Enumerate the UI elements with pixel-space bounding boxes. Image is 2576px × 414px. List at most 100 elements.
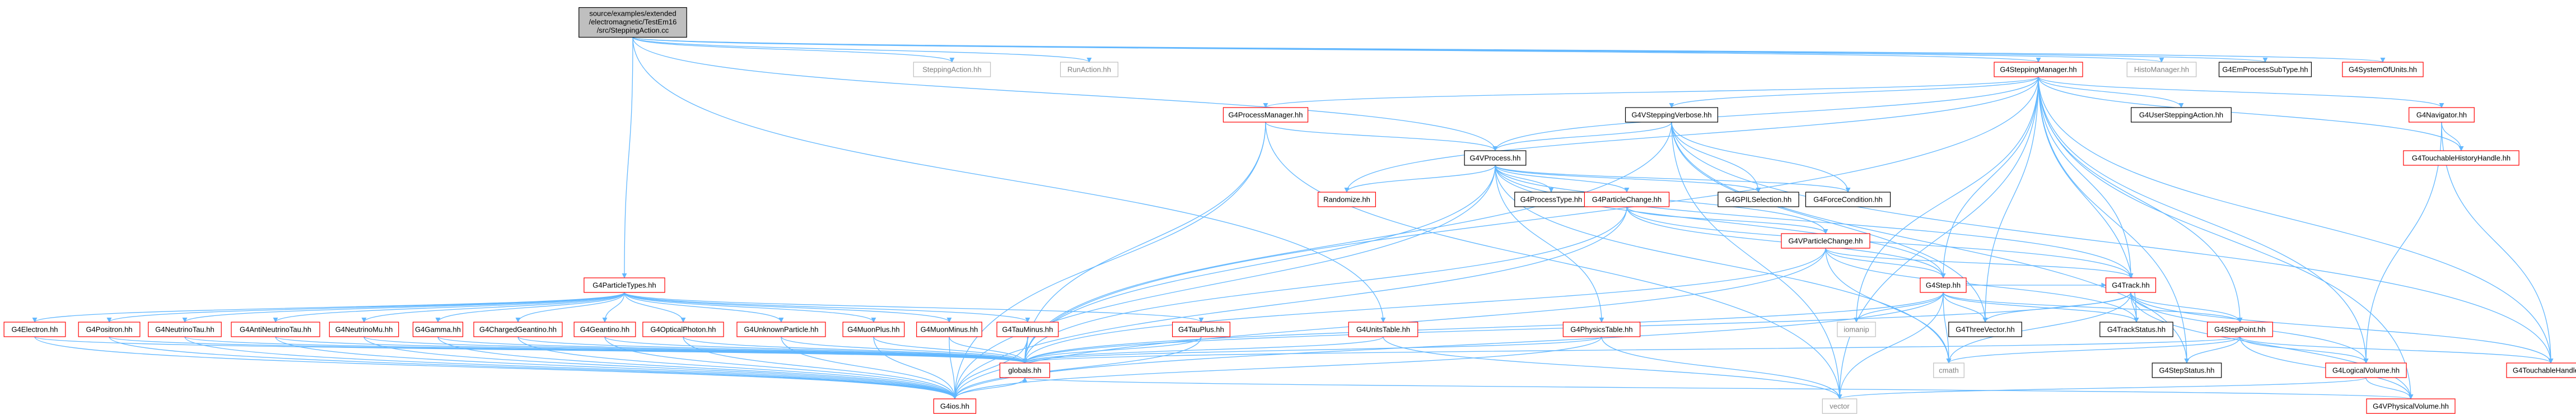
node-box <box>2099 322 2173 337</box>
node-g4particlechange-hh[interactable]: G4ParticleChange.hh <box>1584 192 1670 207</box>
node-box <box>916 322 982 337</box>
node-label: G4Geantino.hh <box>580 325 629 334</box>
node-g4gamma-hh[interactable]: G4Gamma.hh <box>412 322 464 337</box>
edge-g4particletypes-hh-to-g4antineutrinotau-hh <box>273 292 625 323</box>
node-g4stepstatus-hh[interactable]: G4StepStatus.hh <box>2152 362 2222 378</box>
edge-g4vparticlechange-hh-to-cmath <box>1825 248 1952 364</box>
node-box <box>2218 62 2312 77</box>
node-g4geantino-hh[interactable]: G4Geantino.hh <box>573 322 636 337</box>
edge-g4vsteppingverbose-hh-to-g4touchablehandle-hh <box>1671 122 2554 364</box>
node-g4step-hh[interactable]: G4Step.hh <box>1920 277 1967 293</box>
node-g4neutrinotau-hh[interactable]: G4NeutrinoTau.hh <box>148 322 222 337</box>
node-randomize-hh[interactable]: Randomize.hh <box>1318 192 1376 207</box>
edge-g4vsteppingverbose-hh-to-globals-hh <box>1022 122 1672 364</box>
node-box <box>1222 107 1309 123</box>
node-g4usersteppingaction-hh[interactable]: G4UserSteppingAction.hh <box>2131 107 2232 123</box>
node-runaction-hh[interactable]: RunAction.hh <box>1060 62 1118 77</box>
node-iomanip[interactable]: iomanip <box>1837 322 1876 337</box>
node-box <box>1348 322 1418 337</box>
edge-g4vprocess-hh-to-g4processtype-hh <box>1495 165 1554 193</box>
node-g4vsteppingverbose-hh[interactable]: G4VSteppingVerbose.hh <box>1625 107 1719 123</box>
edge-g4track-hh-to-g4touchablehandle-hh <box>2130 292 2554 364</box>
node-label: G4ios.hh <box>940 402 969 411</box>
node-g4systemofunits-hh[interactable]: G4SystemOfUnits.hh <box>2342 62 2424 77</box>
node-box <box>148 322 222 337</box>
node-g4logicalvolume-hh[interactable]: G4LogicalVolume.hh <box>2325 362 2407 378</box>
node-g4unitstable-hh[interactable]: G4UnitsTable.hh <box>1348 322 1418 337</box>
node-box <box>1562 322 1641 337</box>
node-globals-hh[interactable]: globals.hh <box>999 362 1051 378</box>
edge-g4vsteppingverbose-hh-to-g4threevector-hh <box>1671 122 1988 323</box>
edge-g4navigator-hh-to-g4touchablehandle-hh <box>2441 122 2554 364</box>
node-histomanager-hh[interactable]: HistoManager.hh <box>2126 62 2197 77</box>
node-g4particletypes-hh[interactable]: G4ParticleTypes.hh <box>584 277 665 293</box>
node-g4threevector-hh[interactable]: G4ThreeVector.hh <box>1948 322 2022 337</box>
node-g4trackstatus-hh[interactable]: G4TrackStatus.hh <box>2099 322 2173 337</box>
node-label: G4PhysicsTable.hh <box>1570 325 1632 334</box>
node-g4processtype-hh[interactable]: G4ProcessType.hh <box>1514 192 1588 207</box>
node-g4muonminus-hh[interactable]: G4MuonMinus.hh <box>916 322 982 337</box>
node-g4neutrinomu-hh[interactable]: G4NeutrinoMu.hh <box>329 322 399 337</box>
node-box <box>2105 277 2157 293</box>
edge-g4particletypes-hh-to-g4muonminus-hh <box>624 292 952 323</box>
edge-g4physicstable-hh-to-vector <box>1601 336 1842 399</box>
node-box <box>412 322 464 337</box>
node-label: G4MuonMinus.hh <box>921 325 978 334</box>
node-vector[interactable]: vector <box>1822 398 1858 414</box>
node-g4steppingmanager-hh[interactable]: G4SteppingManager.hh <box>1994 62 2083 77</box>
edge-g4processmanager-hh-to-g4vprocess-hh <box>1265 122 1498 151</box>
node-g4touchablehistoryhandle-hh[interactable]: G4TouchableHistoryHandle.hh <box>2403 150 2519 166</box>
node-box <box>1584 192 1670 207</box>
edge-g4neutrinotau-hh-to-g4ios-hh <box>184 336 958 399</box>
node-box <box>642 322 724 337</box>
node-box <box>78 322 141 337</box>
node-box <box>913 62 991 77</box>
node-g4tauminus-hh[interactable]: G4TauMinus.hh <box>996 322 1059 337</box>
node-g4muonplus-hh[interactable]: G4MuonPlus.hh <box>842 322 905 337</box>
edge-g4positron-hh-to-g4ios-hh <box>109 336 958 399</box>
node-g4electron-hh[interactable]: G4Electron.hh <box>3 322 66 337</box>
node-label: SteppingAction.hh <box>922 66 982 74</box>
edge-g4particletypes-hh-to-g4gamma-hh <box>435 292 625 323</box>
node-box <box>842 322 905 337</box>
node-g4chargedgeantino-hh[interactable]: G4ChargedGeantino.hh <box>473 322 563 337</box>
node-g4forcecondition-hh[interactable]: G4ForceCondition.hh <box>1805 192 1891 207</box>
node-g4gpilselection-hh[interactable]: G4GPILSelection.hh <box>1718 192 1799 207</box>
edge-g4particletypes-hh-to-g4opticalphoton-hh <box>624 292 686 323</box>
node-g4vphysicalvolume-hh[interactable]: G4VPhysicalVolume.hh <box>2366 398 2456 414</box>
node-label: RunAction.hh <box>1067 66 1111 74</box>
node-label: G4UnknownParticle.hh <box>744 325 819 334</box>
node-label: G4StepPoint.hh <box>2214 325 2266 334</box>
node-cmath[interactable]: cmath <box>1933 362 1964 378</box>
node-g4antineutrinotau-hh[interactable]: G4AntiNeutrinoTau.hh <box>231 322 320 337</box>
edge-g4particletypes-hh-to-g4chargedgeantino-hh <box>515 292 625 323</box>
node-g4positron-hh[interactable]: G4Positron.hh <box>78 322 141 337</box>
node-box <box>1172 322 1231 337</box>
node-g4touchablehandle-hh[interactable]: G4TouchableHandle.hh <box>2506 362 2576 378</box>
node-g4steppoint-hh[interactable]: G4StepPoint.hh <box>2207 322 2273 337</box>
edge-g4vsteppingverbose-hh-to-g4gpilselection-hh <box>1671 122 1761 193</box>
node-g4vprocess-hh[interactable]: G4VProcess.hh <box>1464 150 1527 166</box>
node-g4processmanager-hh[interactable]: G4ProcessManager.hh <box>1222 107 1309 123</box>
node-steppingaction-hh[interactable]: SteppingAction.hh <box>913 62 991 77</box>
node-label: G4SystemOfUnits.hh <box>2349 66 2417 74</box>
node-g4physicstable-hh[interactable]: G4PhysicsTable.hh <box>1562 322 1641 337</box>
edge-g4steppoint-hh-to-cmath <box>1946 336 2241 364</box>
edge-g4vprocess-hh-to-g4physicstable-hh <box>1495 165 1604 323</box>
node-g4emprocesssubtype-hh[interactable]: G4EmProcessSubType.hh <box>2218 62 2312 77</box>
node-label: G4StepStatus.hh <box>2159 366 2214 375</box>
node-label: Randomize.hh <box>1323 196 1370 204</box>
node-g4unknownparticle-hh[interactable]: G4UnknownParticle.hh <box>736 322 826 337</box>
node-box <box>996 322 1059 337</box>
edge-g4navigator-hh-to-g4touchablehistoryhandle-hh <box>2441 122 2464 151</box>
node-g4track-hh[interactable]: G4Track.hh <box>2105 277 2157 293</box>
edge-g4vprocess-hh-to-g4gpilselection-hh <box>1495 165 1761 193</box>
edge-g4steppingmanager-hh-to-g4logicalvolume-hh <box>2038 76 2369 364</box>
node-g4ios-hh[interactable]: G4ios.hh <box>933 398 977 414</box>
edge-g4particlechange-hh-to-g4vparticlechange-hh <box>1626 206 1828 234</box>
node-g4tauplus-hh[interactable]: G4TauPlus.hh <box>1172 322 1231 337</box>
node-box <box>573 322 636 337</box>
node-g4vparticlechange-hh[interactable]: G4VParticleChange.hh <box>1781 233 1870 249</box>
node-g4navigator-hh[interactable]: G4Navigator.hh <box>2409 107 2475 123</box>
node-g4opticalphoton-hh[interactable]: G4OpticalPhoton.hh <box>642 322 724 337</box>
